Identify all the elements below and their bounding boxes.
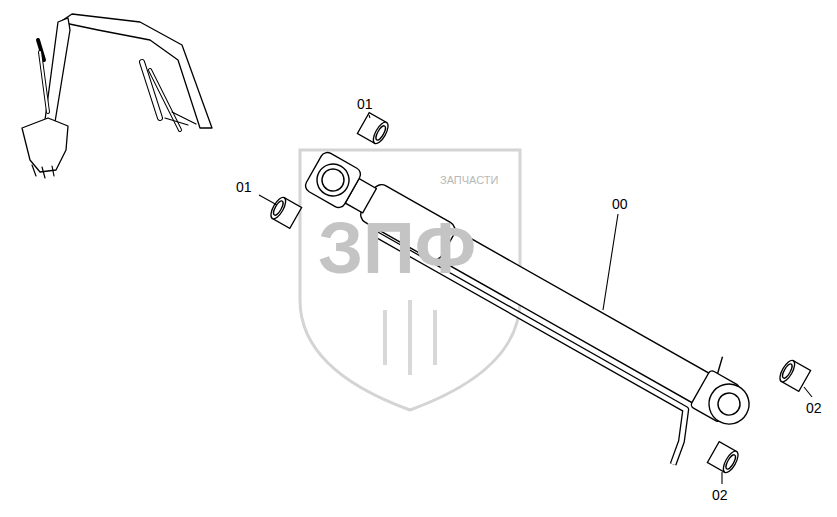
- leader-lines: [259, 115, 812, 484]
- callout-number: 00: [612, 197, 628, 211]
- callout-number: 02: [712, 488, 728, 502]
- excavator-inset: [22, 14, 212, 178]
- watermark: ЗАПЧАСТИ: [440, 175, 498, 186]
- watermark: ЗПФ: [318, 212, 476, 284]
- callout-number: 02: [806, 401, 822, 415]
- bushings: [268, 113, 811, 475]
- hydraulic-cylinder: [274, 136, 765, 483]
- callout-number: 01: [236, 180, 252, 194]
- callout-number: 01: [357, 97, 373, 111]
